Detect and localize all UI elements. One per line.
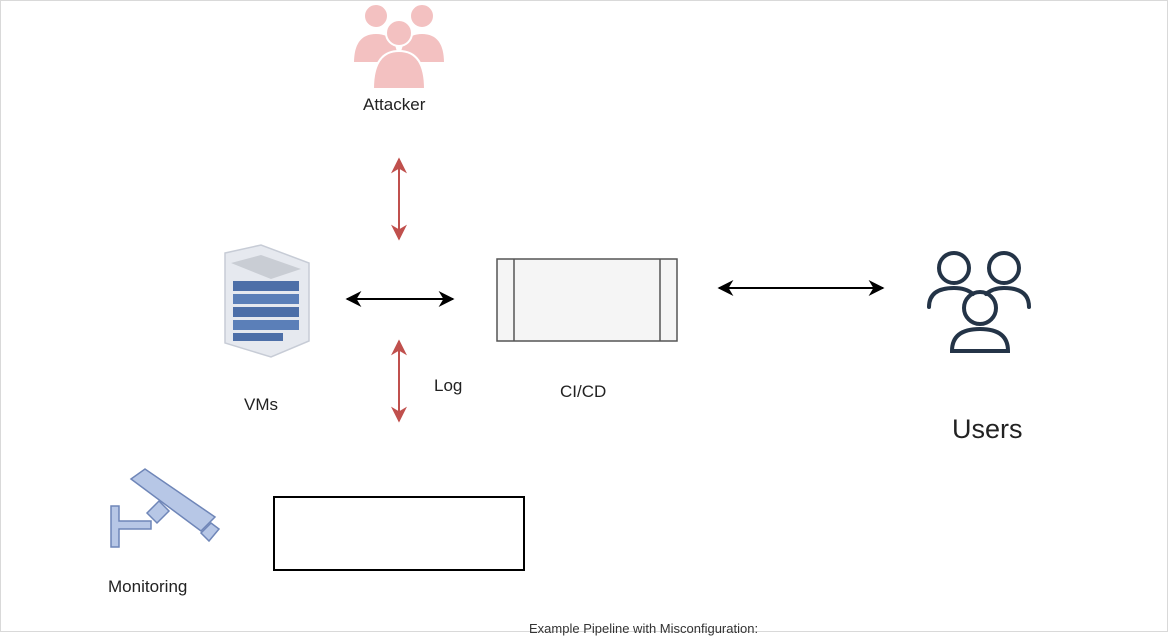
vms-label: VMs <box>244 395 278 414</box>
monitoring-label: Monitoring <box>108 577 188 596</box>
empty-box <box>273 496 525 571</box>
diagram-caption: Example Pipeline with Misconfiguration: <box>529 621 759 636</box>
users-group-icon <box>351 3 447 90</box>
server-rack-icon <box>224 244 310 358</box>
log-label: Log <box>434 376 463 395</box>
users-label: Users <box>952 414 1023 444</box>
users-outline-icon <box>927 251 1031 353</box>
process-box-icon <box>496 258 678 342</box>
cicd-label: CI/CD <box>560 382 607 401</box>
attacker-label: Attacker <box>363 95 426 114</box>
security-camera-icon <box>110 468 221 548</box>
